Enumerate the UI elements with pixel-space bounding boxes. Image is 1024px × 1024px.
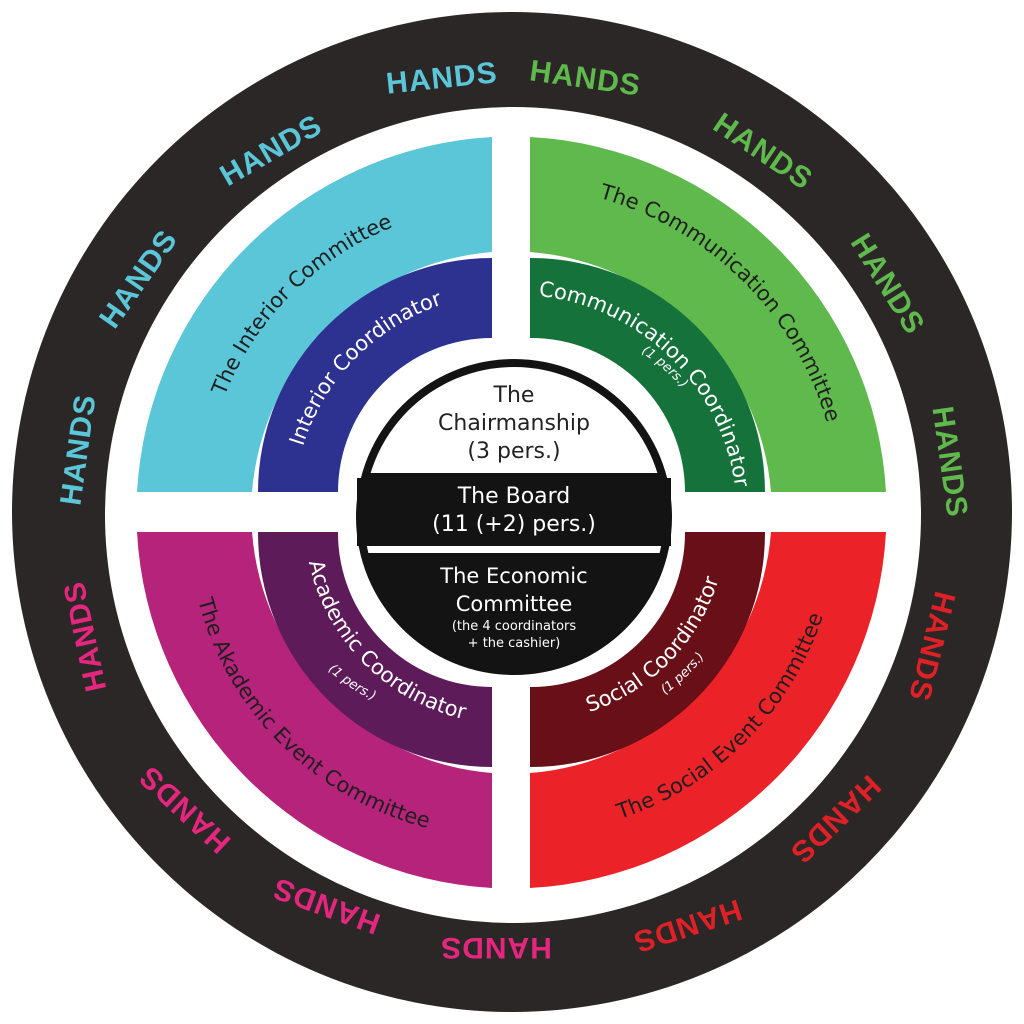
chairmanship-title-2: Chairmanship: [438, 411, 590, 436]
economic-members-2: + the cashier): [468, 636, 561, 651]
academic-coordinator-arc[interactable]: [257, 532, 492, 767]
economic-title-1: The Economic: [439, 564, 587, 588]
board-separator: [364, 546, 664, 553]
communication-committee-arc[interactable]: [530, 137, 886, 492]
hands-academic-4: HANDS: [440, 931, 552, 964]
center-emblem: [340, 359, 700, 675]
chairmanship-count: (3 pers.): [467, 439, 560, 464]
social-coordinator-arc[interactable]: [530, 532, 766, 768]
interior-committee-arc[interactable]: [137, 137, 492, 492]
board-title: The Board: [457, 484, 571, 509]
economic-title-2: Committee: [456, 592, 573, 616]
board-left-tab: [357, 478, 377, 546]
social-committee-arc[interactable]: [530, 532, 886, 888]
board-area[interactable]: [340, 478, 700, 546]
board-count: (11 (+2) pers.): [432, 512, 596, 537]
board-right-tab: [651, 478, 671, 546]
academic-committee-arc[interactable]: [137, 532, 492, 888]
chairmanship-title-1: The: [493, 383, 535, 408]
communication-coordinator-arc[interactable]: [530, 257, 765, 492]
economic-members-1: (the 4 coordinators: [452, 619, 577, 634]
interior-coordinator-arc[interactable]: [258, 258, 492, 492]
